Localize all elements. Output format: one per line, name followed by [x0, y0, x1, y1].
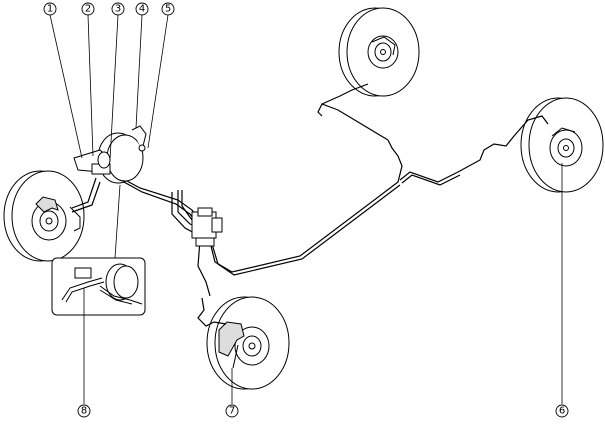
- brake-lines: [71, 83, 549, 327]
- detail-inset: [51, 184, 146, 316]
- front-left-wheel: [3, 170, 85, 262]
- svg-text:7: 7: [229, 406, 235, 417]
- svg-text:1: 1: [47, 4, 53, 15]
- svg-text:8: 8: [81, 406, 87, 417]
- svg-text:6: 6: [559, 406, 565, 417]
- front-right-wheel: [206, 296, 290, 390]
- svg-text:4: 4: [139, 4, 145, 15]
- callout-2: 2: [81, 2, 95, 16]
- callout-4: 4: [135, 2, 149, 16]
- rear-right-wheel: [520, 97, 604, 193]
- callout-5: 5: [161, 2, 175, 16]
- svg-text:2: 2: [85, 4, 91, 15]
- leader-lines: [49, 14, 563, 404]
- callout-7: 7: [225, 404, 239, 418]
- rear-left-wheel: [338, 7, 420, 97]
- svg-text:5: 5: [165, 4, 171, 15]
- callout-6: 6: [555, 404, 569, 418]
- svg-text:3: 3: [115, 4, 121, 15]
- callout-3: 3: [111, 2, 125, 16]
- callout-1: 1: [43, 2, 57, 16]
- callout-8: 8: [77, 404, 91, 418]
- hydraulic-unit: [191, 207, 223, 247]
- master-cylinder: [73, 149, 111, 175]
